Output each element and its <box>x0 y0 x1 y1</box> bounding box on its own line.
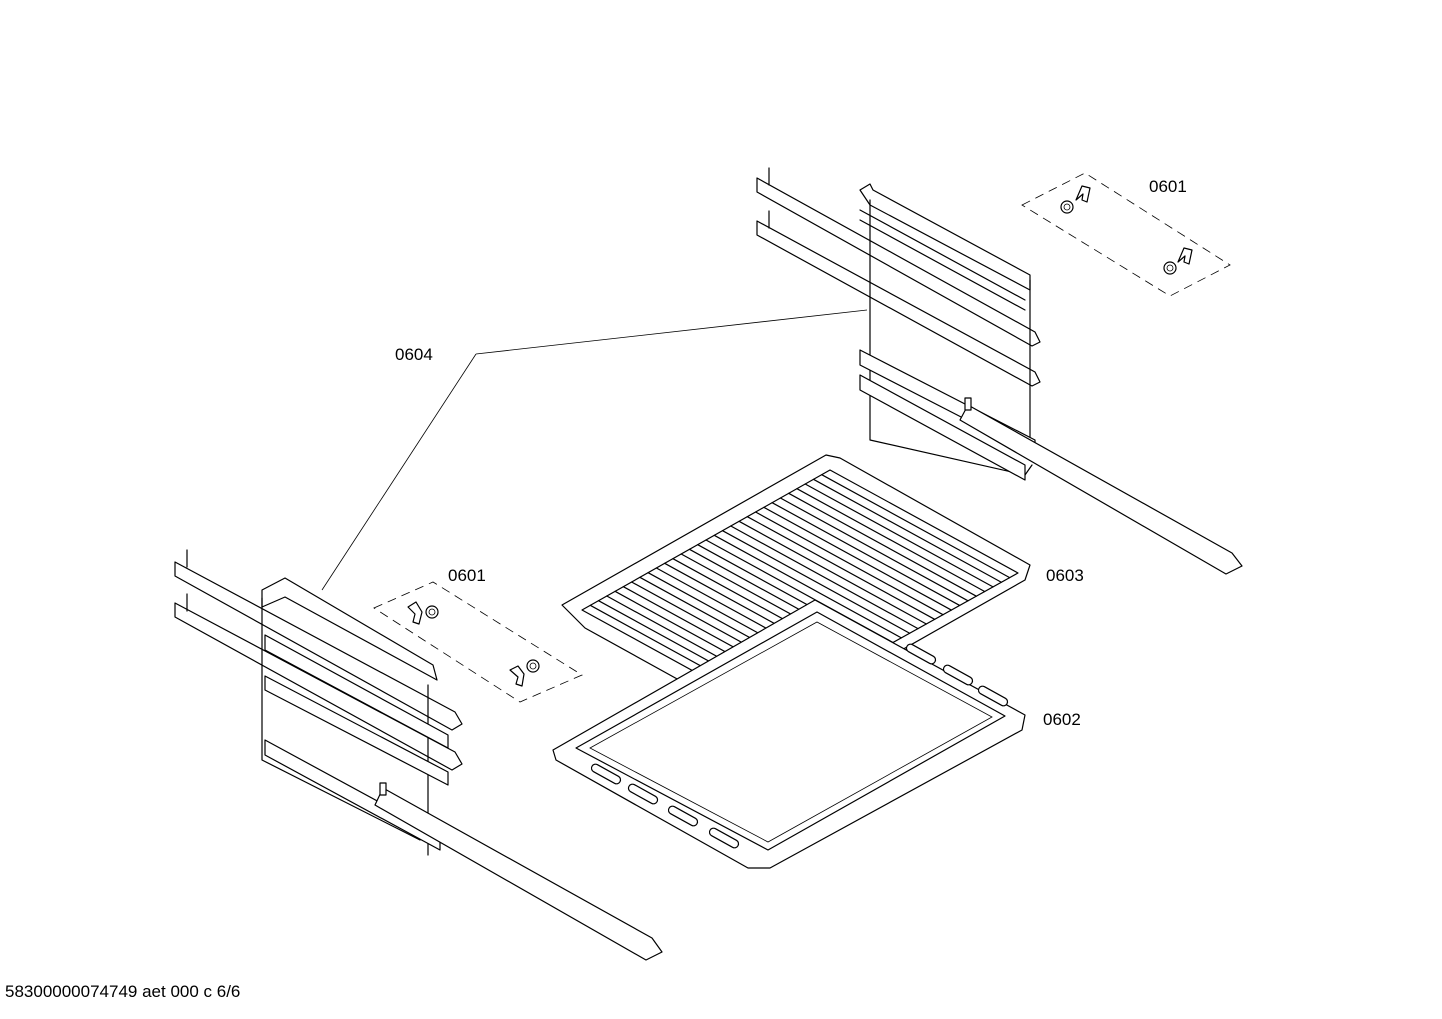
tray-vent-slots <box>590 643 1009 849</box>
clip-left-lower <box>509 659 540 687</box>
rack-wire-bar <box>738 520 927 625</box>
rack-wire-bar <box>796 488 986 593</box>
label-0603: 0603 <box>1046 566 1084 585</box>
clip-right-lower <box>1163 247 1193 275</box>
label-0604: 0604 <box>395 345 433 364</box>
rack-wire-bar <box>821 474 1011 579</box>
rack-wire-bar <box>763 506 952 611</box>
clip-set-right <box>1021 172 1231 297</box>
clip-right-upper <box>1060 185 1091 214</box>
baking-tray <box>552 599 1026 869</box>
rack-wire-bar <box>713 534 902 639</box>
rack-wire-bar <box>730 525 919 630</box>
label-0602: 0602 <box>1043 710 1081 729</box>
label-0601-left: 0601 <box>448 566 486 585</box>
clip-left-upper <box>407 601 439 625</box>
side-rack-right <box>475 167 1243 575</box>
rack-wire-bar <box>746 516 936 620</box>
rack-wire-bar <box>812 478 1002 583</box>
rack-wire-bar <box>804 483 994 588</box>
rack-wire-bar <box>771 502 961 607</box>
side-rack-left <box>174 353 663 961</box>
rack-wire-bar <box>779 497 969 602</box>
rack-wire-bar <box>721 530 911 634</box>
clip-set-left <box>373 581 583 703</box>
document-code: 58300000074749 aet 000 c 6/6 <box>5 982 241 1001</box>
rack-wire-bar <box>788 492 977 597</box>
rack-wire-bar <box>754 511 944 616</box>
label-0601-right: 0601 <box>1149 177 1187 196</box>
